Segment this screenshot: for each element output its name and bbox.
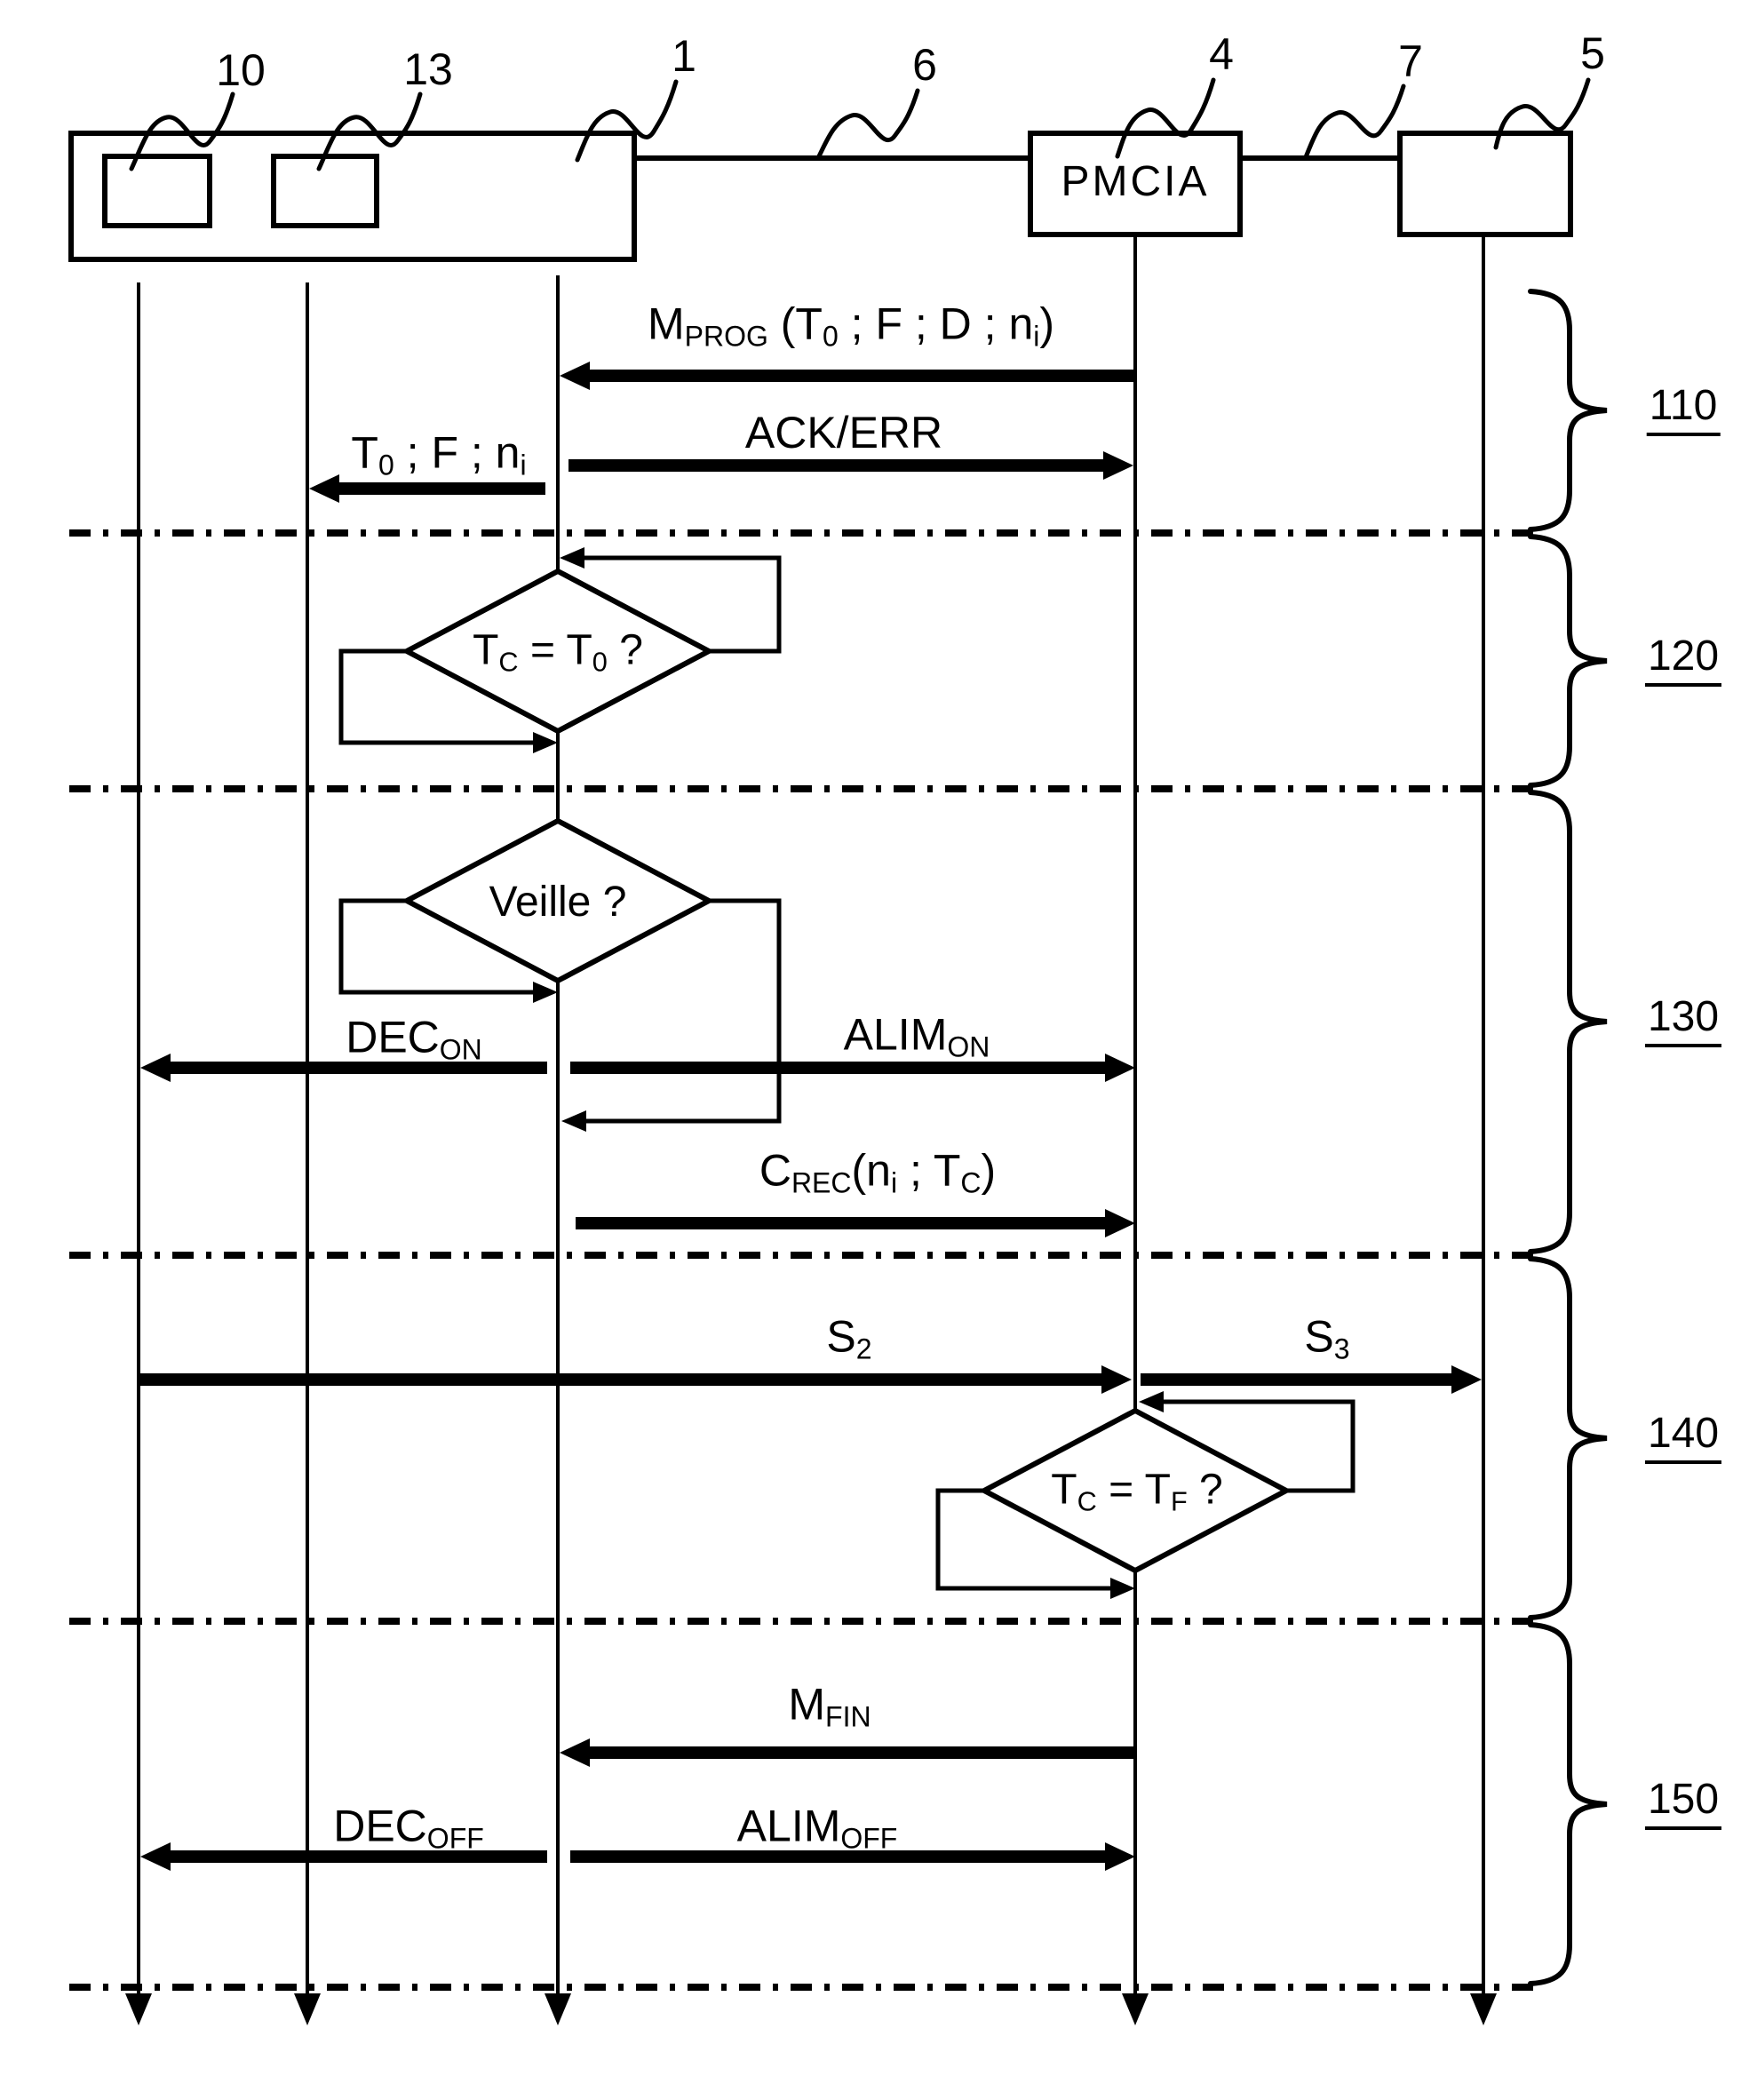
alim-off-label: ALIMOFF xyxy=(736,1801,898,1855)
t0-f-ni-arrow xyxy=(309,474,545,503)
phase-brace-130 xyxy=(1528,790,1608,1254)
phase-braces xyxy=(1528,289,1608,1986)
alim-on-arrow xyxy=(570,1054,1135,1082)
condition-tc-t0-label: TC = T0 ? xyxy=(473,626,643,678)
lifelines xyxy=(137,236,1485,1995)
phase-dividers xyxy=(69,529,1538,1991)
ref-numeral-1: 1 xyxy=(672,31,696,81)
arrowhead-left-icon xyxy=(140,1054,171,1082)
condition-diamond-tc-t0 xyxy=(401,568,715,735)
arrowhead-down-icon xyxy=(1470,1993,1497,2025)
alim-on-label: ALIMON xyxy=(843,1009,990,1063)
arrowhead-down-icon xyxy=(1122,1993,1149,2025)
c-rec-label: CREC(ni ; TC) xyxy=(759,1145,997,1199)
mprog-arrow xyxy=(560,362,1135,390)
phase-brace-150 xyxy=(1528,1622,1608,1986)
ref-numeral-10: 10 xyxy=(216,45,266,95)
pmcia-box-label: PMCIA xyxy=(1061,158,1210,205)
decision-diamonds xyxy=(401,568,1292,1574)
phase-brace-120 xyxy=(1528,534,1608,788)
loop-tc-tf xyxy=(935,1399,1356,1591)
ref-numeral-7: 7 xyxy=(1398,36,1423,86)
loop-veille-right xyxy=(584,898,782,1124)
phase-numeral-120: 120 xyxy=(1644,635,1722,687)
m-fin-arrow xyxy=(560,1738,1135,1767)
leader-5 xyxy=(1493,77,1591,150)
ack-err-label: ACK/ERR xyxy=(744,408,943,457)
leader-13 xyxy=(316,91,423,171)
loop-tc-t0 xyxy=(338,555,782,745)
arrowhead-left-icon xyxy=(561,1110,586,1132)
s2-arrow xyxy=(139,1365,1132,1394)
dec-on-label: DECON xyxy=(346,1012,482,1066)
arrowhead-right-icon xyxy=(533,982,558,1003)
dec-on-arrow xyxy=(140,1054,547,1082)
message-arrows xyxy=(139,362,1482,1871)
ack-err-arrow xyxy=(568,451,1133,480)
arrowhead-right-icon xyxy=(1110,1578,1135,1599)
device-box-10 xyxy=(102,154,212,228)
phase-numeral-150: 150 xyxy=(1644,1778,1722,1830)
phase-numeral-110: 110 xyxy=(1646,385,1721,436)
arrowhead-down-icon xyxy=(294,1993,321,2025)
leader-6 xyxy=(815,88,920,161)
arrowhead-right-icon xyxy=(1103,451,1133,480)
c-rec-arrow xyxy=(576,1209,1135,1237)
arrowhead-left-icon xyxy=(560,1738,590,1767)
arrowhead-left-icon xyxy=(309,474,339,503)
arrowhead-right-icon xyxy=(533,732,558,753)
condition-tc-tf-label: TC = TF ? xyxy=(1051,1466,1223,1517)
t0-f-ni-label: T0 ; F ; ni xyxy=(351,427,527,481)
alim-off-arrow xyxy=(570,1842,1135,1871)
device-box-13 xyxy=(271,154,379,228)
s2-label: S2 xyxy=(826,1311,872,1365)
leader-10 xyxy=(129,91,235,171)
arrowhead-left-icon xyxy=(140,1842,171,1871)
condition-veille-label: Veille ? xyxy=(489,879,627,926)
s3-arrow xyxy=(1141,1365,1482,1394)
arrowhead-right-icon xyxy=(1105,1842,1135,1871)
ref-numeral-6: 6 xyxy=(912,40,937,90)
condition-diamond-veille xyxy=(401,817,715,984)
mprog-label: MPROG (T0 ; F ; D ; ni) xyxy=(647,298,1055,353)
loop-veille xyxy=(338,898,782,1124)
dec-off-label: DECOFF xyxy=(333,1801,484,1855)
loop-tc-t0-right xyxy=(583,555,782,654)
arrowhead-right-icon xyxy=(1105,1054,1135,1082)
arrowhead-down-icon xyxy=(545,1993,571,2025)
arrowhead-down-icon xyxy=(125,1993,152,2025)
phase-numeral-130: 130 xyxy=(1644,996,1722,1047)
lifeline-end-arrowheads xyxy=(125,1993,1497,2025)
device-box-pmcia xyxy=(1028,131,1243,237)
loop-tc-tf-left xyxy=(935,1488,1112,1591)
loop-veille-left xyxy=(338,898,535,995)
dec-off-arrow xyxy=(140,1842,547,1871)
ref-numeral-5: 5 xyxy=(1580,28,1605,78)
loop-tc-t0-left xyxy=(338,648,535,745)
ref-numeral-13: 13 xyxy=(403,44,453,94)
s3-label: S3 xyxy=(1304,1311,1350,1365)
device-box-5 xyxy=(1397,131,1573,237)
phase-brace-140 xyxy=(1528,1256,1608,1620)
arrowhead-left-icon xyxy=(1139,1391,1164,1412)
ref-numeral-4: 4 xyxy=(1209,29,1234,79)
leader-7 xyxy=(1303,84,1406,160)
reference-leaders xyxy=(129,77,1591,171)
arrowhead-right-icon xyxy=(1101,1365,1132,1394)
leader-4 xyxy=(1115,77,1216,159)
loop-tc-tf-right xyxy=(1162,1399,1356,1493)
phase-brace-110 xyxy=(1528,289,1608,532)
arrowhead-left-icon xyxy=(560,547,584,569)
condition-diamond-tc-tf xyxy=(978,1407,1292,1574)
leader-1 xyxy=(575,79,679,163)
arrowhead-right-icon xyxy=(1451,1365,1482,1394)
arrowhead-right-icon xyxy=(1105,1209,1135,1237)
phase-numeral-140: 140 xyxy=(1644,1412,1722,1464)
m-fin-label: MFIN xyxy=(788,1679,871,1733)
component-boxes xyxy=(68,131,1573,262)
arrowhead-left-icon xyxy=(560,362,590,390)
